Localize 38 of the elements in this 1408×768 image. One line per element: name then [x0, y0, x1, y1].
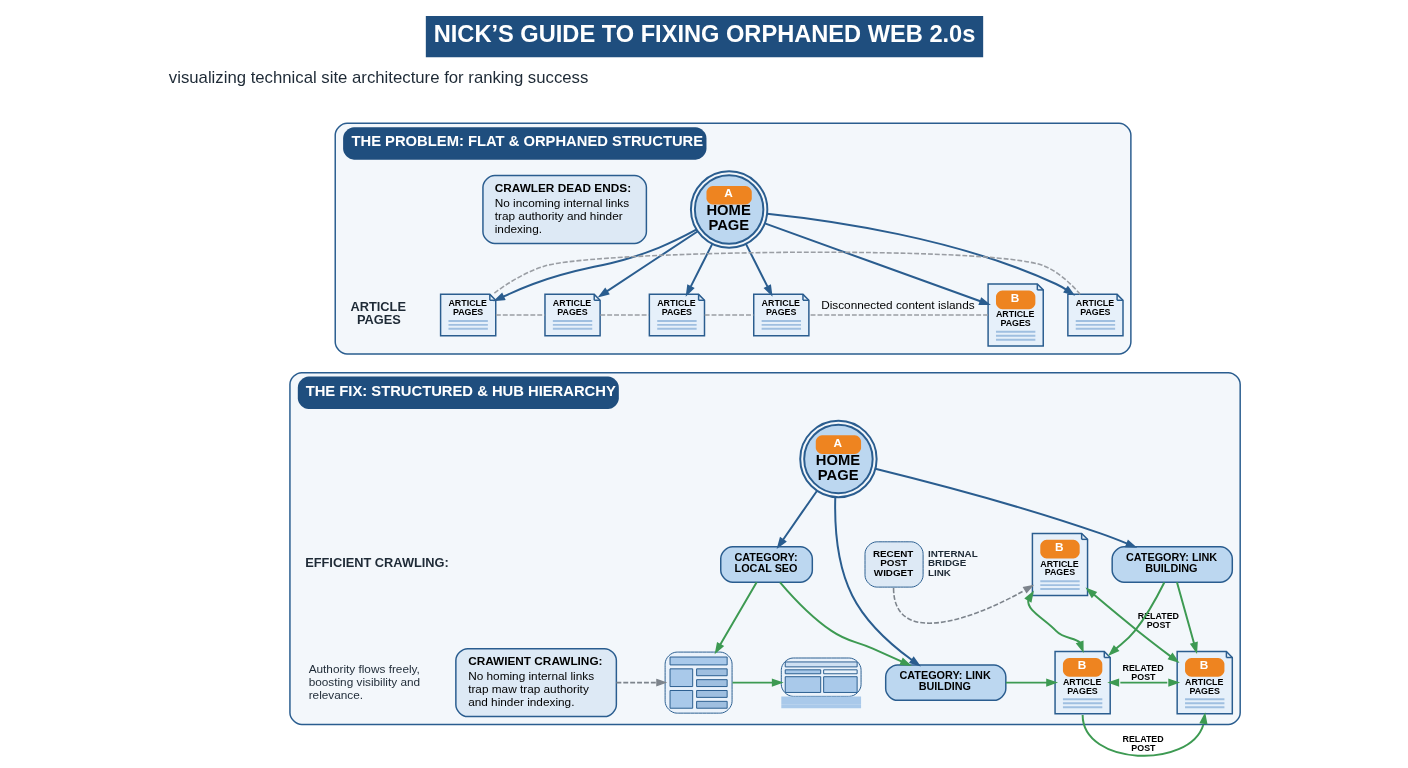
edge-label: RELATED POST: [1122, 663, 1164, 682]
node-circle: A HOME PAGE: [798, 419, 878, 499]
connector: [703, 314, 754, 316]
arrow: [1023, 590, 1084, 653]
label: EFFICIENT CRAWLING:: [304, 554, 449, 570]
arrow: [873, 467, 1137, 548]
arrow: [1085, 587, 1179, 664]
node-box: CATEGORY: LOCAL SEO: [719, 546, 813, 583]
arrow: [892, 584, 1034, 624]
edge-label: RELATED POST: [1122, 733, 1164, 753]
node-box: CRAWIENT CRAWLING: No homing internal links trap maw trap authority and hinder indexing.: [454, 647, 617, 718]
arrow: [1106, 678, 1180, 687]
arrow: [714, 581, 758, 655]
arrow: [1107, 581, 1165, 657]
arrow: [744, 242, 773, 297]
connector: [491, 251, 1081, 296]
node-box: CRAWLER DEAD ENDS: No incoming internal links trap authority and hinder indexing.: [481, 174, 647, 245]
arrow: [597, 230, 699, 298]
node-circle: A HOME PAGE: [689, 170, 768, 249]
node-label: INTERNAL BRIDGE LINK: [927, 547, 978, 579]
arrow: [615, 678, 667, 687]
connector: [494, 314, 545, 316]
arrow: [1081, 712, 1208, 757]
arrow: [1004, 678, 1058, 687]
node-box: CATEGORY: LINK BUILDING: [1110, 546, 1233, 583]
arrow: [776, 489, 818, 549]
arrow: [763, 222, 991, 306]
node-box: CATEGORY: LINK BUILDING: [884, 664, 1007, 702]
arrow: [765, 212, 1075, 296]
label: Authority flows freely, boosting visibility and relevance.: [308, 662, 420, 702]
diagram-title: NICK’S GUIDE TO FIXING ORPHANED WEB 2.0s: [433, 20, 975, 47]
arrow: [685, 242, 713, 297]
label: visualizing technical site architecture for ranking success: [168, 67, 588, 87]
arrow: [1175, 581, 1198, 655]
edge-label: Disconnected content islands: [820, 297, 975, 312]
connector: [599, 314, 650, 316]
label: ARTICLE PAGES: [350, 299, 406, 328]
arrow: [730, 678, 784, 687]
